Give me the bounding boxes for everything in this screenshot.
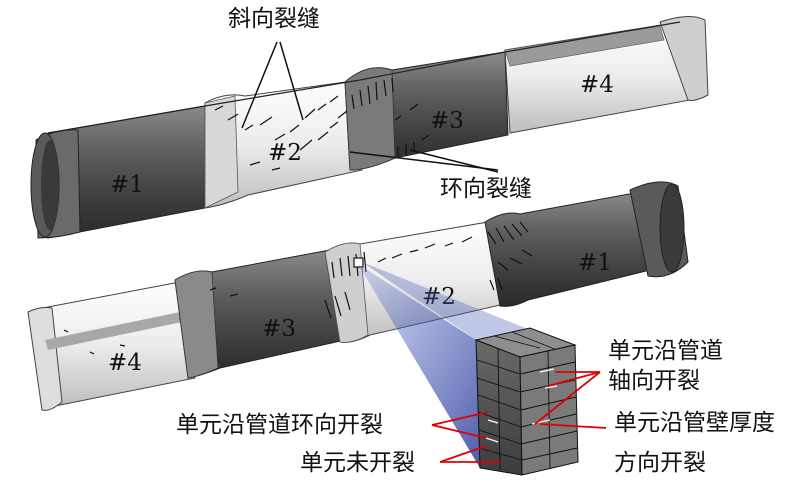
label-circumferential-element-crack: 单元沿管道环向开裂 — [176, 412, 383, 438]
bottom-label-4: #4 — [108, 350, 142, 376]
bottom-segment-1 — [484, 181, 689, 307]
label-uncracked: 单元未开裂 — [300, 450, 415, 476]
zoom-origin-marker — [353, 257, 364, 268]
bottom-segment-4 — [27, 281, 196, 411]
top-label-2: #2 — [268, 140, 302, 166]
top-label-4: #4 — [580, 72, 614, 98]
top-segment-3 — [344, 51, 509, 171]
top-segment-1 — [30, 105, 206, 239]
label-axial-crack-line2: 轴向开裂 — [608, 368, 700, 394]
element-block — [474, 327, 579, 476]
label-oblique-crack: 斜向裂缝 — [228, 6, 320, 32]
bottom-label-3: #3 — [262, 316, 296, 342]
label-axial-crack-line1: 单元沿管道 — [608, 338, 723, 364]
bottom-crack-marks — [63, 221, 533, 355]
bottom-pipe: #1 #2 #3 #4 — [27, 181, 689, 411]
top-label-3: #3 — [430, 108, 464, 134]
top-pipe: #1 #2 #3 #4 — [30, 16, 709, 239]
red-leader-lines — [431, 371, 607, 463]
top-segment-2 — [204, 79, 363, 209]
oblique-crack-leaders — [241, 41, 304, 129]
label-thickness-crack-line2: 方向开裂 — [614, 450, 706, 476]
label-thickness-crack-line1: 单元沿管壁厚度 — [614, 410, 775, 436]
bottom-label-2: #2 — [422, 284, 456, 310]
top-segment-4 — [504, 16, 709, 134]
top-label-1: #1 — [110, 172, 144, 198]
bottom-segment-3 — [174, 249, 346, 379]
bottom-label-1: #1 — [578, 250, 612, 276]
circumferential-crack-leaders — [349, 149, 499, 173]
zoom-cone — [358, 264, 480, 468]
label-circumferential-crack: 环向裂缝 — [440, 176, 532, 202]
